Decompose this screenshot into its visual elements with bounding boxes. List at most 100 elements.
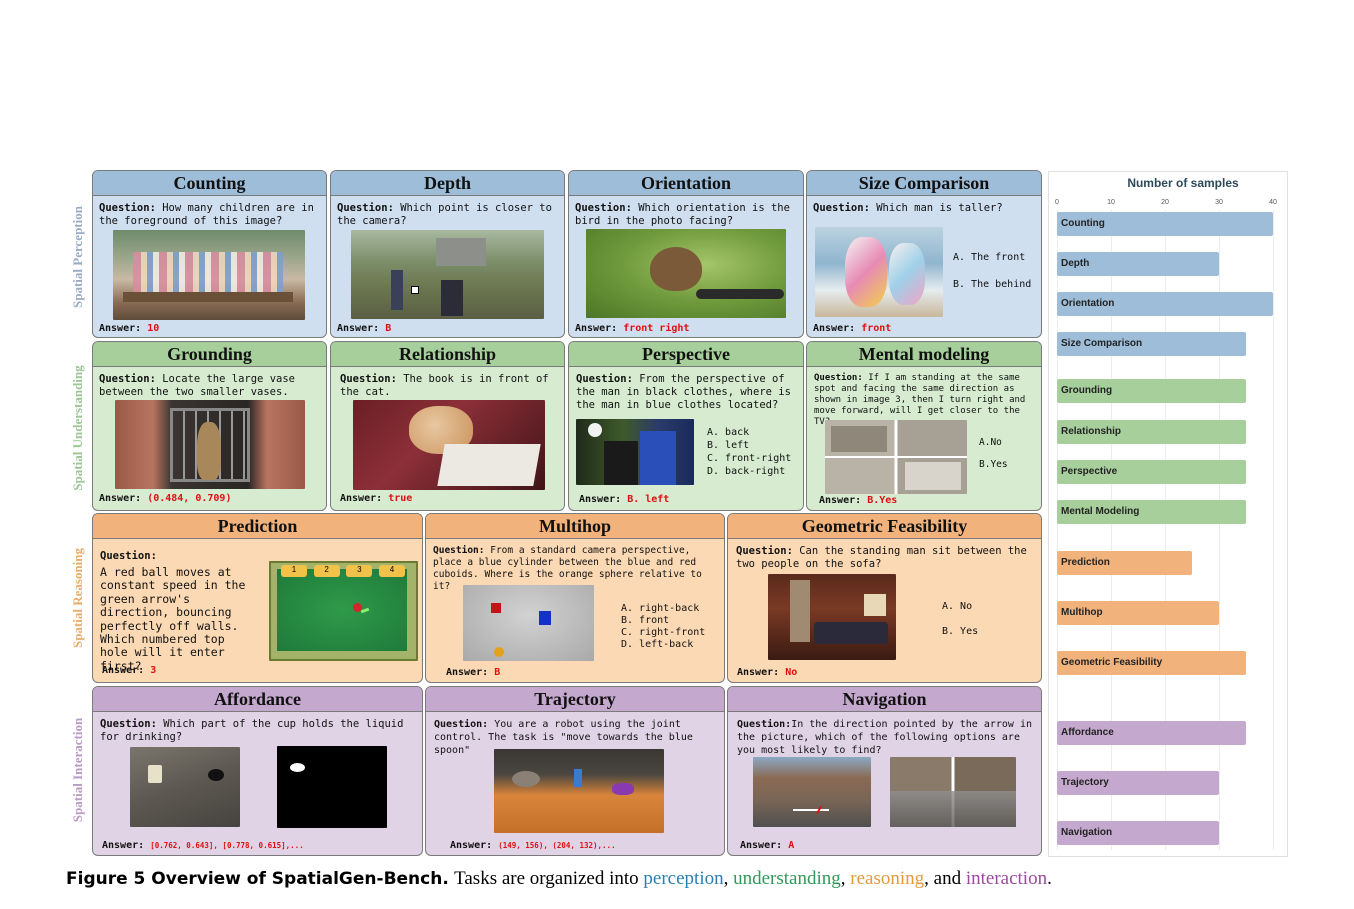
- card-title: Perspective: [569, 342, 803, 367]
- card-relationship: Relationship Question: The book is in fr…: [330, 341, 565, 511]
- card-mental-modeling: Mental modeling Question: If I am standi…: [806, 341, 1042, 511]
- question-text: Question: From a standard camera perspec…: [433, 545, 702, 592]
- photo-robot-kitchen: [494, 749, 664, 833]
- option-a: A. No: [942, 601, 973, 612]
- x-tick-label: 10: [1107, 199, 1115, 206]
- option-a: A. back: [707, 427, 750, 438]
- option-b: B. left: [707, 440, 750, 451]
- gridline: [1111, 210, 1112, 850]
- render-cubes-scene: [463, 585, 594, 661]
- hole-label: 1: [281, 565, 307, 577]
- segmentation-mask: [277, 746, 387, 828]
- bar-size-comparison: Size Comparison: [1057, 332, 1246, 356]
- bar-multihop: Multihop: [1057, 601, 1219, 625]
- caption-perception: perception: [643, 868, 724, 889]
- answer-line: Answer: [0.762, 0.643], [0.778, 0.615],.…: [102, 840, 304, 851]
- card-size-comparison: Size Comparison Question: Which man is t…: [806, 170, 1042, 338]
- card-navigation: Navigation Question:In the direction poi…: [727, 686, 1042, 856]
- x-tick-label: 30: [1215, 199, 1223, 206]
- caption-sep: ,: [840, 868, 851, 889]
- bar-mental-modeling: Mental Modeling: [1057, 500, 1246, 524]
- answer-line: Answer: 10: [99, 323, 160, 334]
- question-text: Question: Which orientation is the bird …: [575, 202, 790, 227]
- row-label-understanding: Spatial Understanding: [70, 365, 85, 491]
- question-text: A red ball moves at constant speed in th…: [100, 565, 246, 673]
- option-c: C. front-right: [707, 453, 792, 464]
- photo-room-views: [825, 420, 967, 494]
- card-title: Mental modeling: [807, 342, 1041, 367]
- bar-counting: Counting: [1057, 212, 1273, 236]
- caption-text: Tasks are organized into: [454, 868, 644, 889]
- row-label-perception: Spatial Perception: [70, 206, 85, 308]
- pool-table-illustration: 1 2 3 4: [269, 561, 418, 661]
- question-text: Question: Which point is closer to the c…: [337, 202, 552, 227]
- card-title: Navigation: [728, 687, 1041, 712]
- hole-label: 3: [346, 565, 373, 577]
- gridline: [1165, 210, 1166, 850]
- hole-label: 4: [378, 565, 405, 577]
- question-text: Question: Which part of the cup holds th…: [100, 718, 404, 743]
- photo-street-arrow: [753, 757, 871, 827]
- card-title: Geometric Feasibility: [728, 514, 1041, 539]
- red-ball: [353, 603, 362, 612]
- bar-navigation: Navigation: [1057, 821, 1219, 845]
- card-orientation: Orientation Question: Which orientation …: [568, 170, 804, 338]
- answer-line: Answer: No: [737, 667, 798, 678]
- figure-caption: Figure 5 Overview of SpatialGen-Bench. T…: [66, 868, 1052, 890]
- photo-living-room: [768, 574, 896, 660]
- bar-relationship: Relationship: [1057, 420, 1246, 444]
- photo-vases-window: [115, 400, 305, 489]
- option-b: B. Yes: [942, 626, 979, 637]
- card-title: Depth: [331, 171, 564, 196]
- figure-label: Figure 5 Overview of SpatialGen-Bench.: [66, 869, 449, 889]
- option-b: B. front: [621, 615, 670, 626]
- card-grounding: Grounding Question: Locate the large vas…: [92, 341, 327, 511]
- card-depth: Depth Question: Which point is closer to…: [330, 170, 565, 338]
- question-text: Question: Can the standing man sit betwe…: [736, 545, 1027, 570]
- card-geometric-feasibility: Geometric Feasibility Question: Can the …: [727, 513, 1042, 683]
- answer-line: Answer: B.Yes: [819, 495, 898, 506]
- bar-perspective: Perspective: [1057, 460, 1246, 484]
- chart-title: Number of samples: [1127, 176, 1239, 190]
- option-a: A. The front: [953, 252, 1026, 263]
- photo-cup-on-ground: [130, 747, 240, 827]
- answer-line: Answer: B. left: [579, 494, 670, 505]
- row-label-reasoning: Spatial Reasoning: [70, 547, 85, 649]
- answer-line: Answer: (0.484, 0.709): [99, 493, 232, 504]
- answer-line: Answer: B: [337, 323, 392, 334]
- card-multihop: Multihop Question: From a standard camer…: [425, 513, 725, 683]
- card-title: Size Comparison: [807, 171, 1041, 196]
- bar-grounding: Grounding: [1057, 379, 1246, 403]
- bar-prediction: Prediction: [1057, 551, 1192, 575]
- question-text: Question: Locate the large vase between …: [99, 373, 295, 398]
- hole-label: 2: [313, 565, 340, 577]
- question-text: Question: How many children are in the f…: [99, 202, 314, 227]
- card-title: Counting: [93, 171, 326, 196]
- option-c: C. right-front: [621, 627, 706, 638]
- option-a: A.No: [979, 437, 1002, 448]
- x-tick-label: 20: [1161, 199, 1169, 206]
- card-title: Affordance: [93, 687, 422, 712]
- card-affordance: Affordance Question: Which part of the c…: [92, 686, 423, 856]
- bar-affordance: Affordance: [1057, 721, 1246, 745]
- question-label: Question:: [100, 550, 157, 562]
- card-perspective: Perspective Question: From the perspecti…: [568, 341, 804, 511]
- question-text: Question: If I am standing at the same s…: [814, 373, 1026, 427]
- caption-reasoning: reasoning: [850, 868, 925, 889]
- x-tick-label: 40: [1269, 199, 1277, 206]
- card-prediction: Prediction Question: A red ball moves at…: [92, 513, 423, 683]
- caption-sep: ,: [723, 868, 734, 889]
- card-title: Trajectory: [426, 687, 724, 712]
- photo-soccer-players: [576, 419, 694, 485]
- photo-bird-on-bike: [586, 229, 786, 318]
- answer-line: Answer: 3: [102, 665, 157, 676]
- option-d: D. back-right: [707, 466, 786, 477]
- photo-cat-book: [353, 400, 545, 490]
- card-title: Grounding: [93, 342, 326, 367]
- question-text: Question: Which man is taller?: [813, 202, 1003, 214]
- card-counting: Counting Question: How many children are…: [92, 170, 327, 338]
- bar-geometric-feasibility: Geometric Feasibility: [1057, 651, 1246, 675]
- answer-line: Answer: front: [813, 323, 892, 334]
- photo-railway-people: [351, 230, 544, 319]
